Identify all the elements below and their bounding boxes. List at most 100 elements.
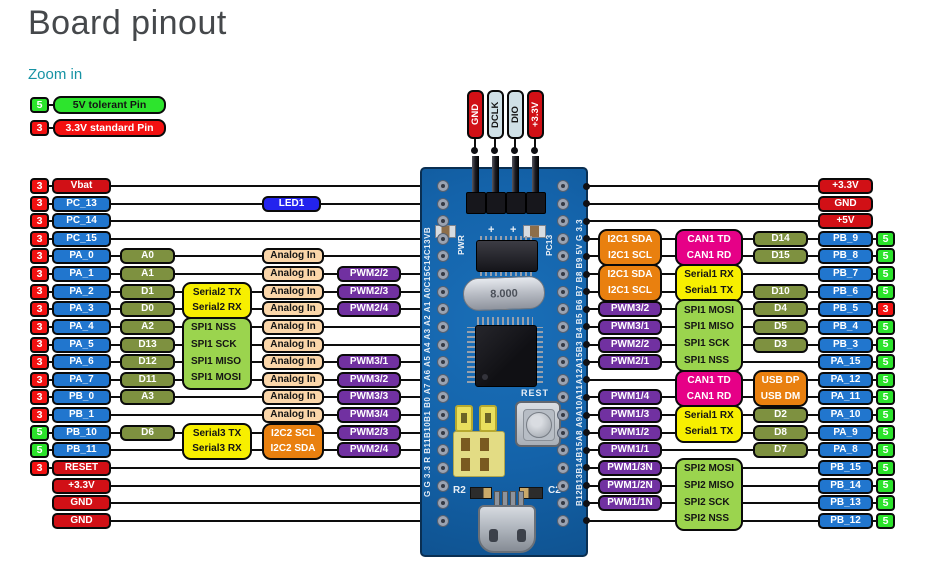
pwm1-2n-box: PWM1/2N bbox=[598, 477, 662, 494]
pad-hole bbox=[441, 219, 445, 224]
solder-pin-dot bbox=[583, 252, 590, 260]
silk-r2: R2 bbox=[453, 485, 466, 496]
board-pad-right bbox=[557, 356, 569, 369]
pin-left-pb-10-14: PB_10 bbox=[52, 424, 111, 441]
top-pin-dot bbox=[531, 147, 538, 154]
box-line-can1-rd: CAN1 RD bbox=[686, 249, 732, 261]
box-line-spi2-nss: SPI2 NSS bbox=[684, 513, 730, 525]
pad-hole bbox=[561, 272, 565, 277]
pin-right-pa-10-13: PA_10 bbox=[818, 407, 873, 424]
analog-in-box: Analog In bbox=[262, 336, 324, 353]
a3-box: A3 bbox=[120, 389, 175, 406]
reset-button bbox=[515, 401, 561, 447]
pin-badge-right-pb-15-16: 5 bbox=[876, 459, 895, 476]
solder-pin-dot bbox=[583, 270, 590, 278]
pad-hole bbox=[561, 360, 565, 365]
board-pad-right bbox=[557, 461, 569, 474]
pad-hole bbox=[441, 360, 445, 365]
pin-left-pb-1-13: PB_1 bbox=[52, 407, 111, 424]
d0-box: D0 bbox=[120, 301, 175, 318]
pin-badge-left-pa-5-9: 3 bbox=[30, 336, 49, 353]
mcu-pins-top bbox=[477, 317, 533, 325]
pwm2-4-box: PWM2/4 bbox=[337, 301, 401, 318]
pwm2-2-box: PWM2/2 bbox=[598, 336, 662, 353]
usb-hole bbox=[517, 529, 526, 542]
analog-in-box: Analog In bbox=[262, 248, 324, 265]
pin-left-pa-5-9: PA_5 bbox=[52, 336, 111, 353]
pwm3-4-box: PWM3/4 bbox=[337, 407, 401, 424]
pin-badge-right-pb-9-3: 5 bbox=[876, 230, 895, 247]
board-pad-left bbox=[437, 356, 449, 369]
a1-box: A1 bbox=[120, 266, 175, 283]
wire-left bbox=[38, 202, 424, 205]
zoom-in-link[interactable]: Zoom in bbox=[28, 66, 83, 83]
legend-badge-3: 3 bbox=[30, 120, 49, 136]
jumper-contact bbox=[480, 458, 489, 471]
reset-button-plunger bbox=[526, 412, 552, 438]
box-line-spi1-miso: SPI1 MISO bbox=[191, 355, 242, 367]
jumper-contact bbox=[461, 438, 470, 451]
board-pad-right bbox=[557, 409, 569, 422]
pin-right-pb-7-5: PB_7 bbox=[818, 266, 873, 283]
pin-badge-right-pb-14-17: 5 bbox=[876, 477, 895, 494]
box-line-spi1-nss: SPI1 NSS bbox=[684, 354, 730, 366]
pin-left-pc-15-3: PC_15 bbox=[52, 230, 111, 247]
a2-box: A2 bbox=[120, 318, 175, 335]
board-label-pc13: PC13 bbox=[544, 234, 554, 256]
top-pin-dot bbox=[471, 147, 478, 154]
board-pad-left bbox=[437, 232, 449, 245]
top-pin-dio: DIO bbox=[506, 90, 524, 139]
solder-pin-dot bbox=[583, 499, 590, 507]
board-pad-right bbox=[557, 391, 569, 404]
pwm1-4-box: PWM1/4 bbox=[598, 389, 662, 406]
pin-badge-left-pc-15-3: 3 bbox=[30, 230, 49, 247]
silk-c2: C2 bbox=[548, 485, 561, 496]
d13-box: D13 bbox=[120, 336, 175, 353]
wire-right bbox=[584, 202, 852, 205]
d10-box: D10 bbox=[753, 283, 808, 300]
legend-connector bbox=[46, 127, 54, 129]
pin-badge-right-pb-5-7: 3 bbox=[876, 301, 895, 318]
pad-hole bbox=[441, 483, 445, 488]
pin-right-pb-15-16: PB_15 bbox=[818, 459, 873, 476]
analog-in-box: Analog In bbox=[262, 301, 324, 318]
box-line-can1-rd: CAN1 RD bbox=[686, 390, 732, 402]
pin-badge-left-pa-6-10: 3 bbox=[30, 354, 49, 371]
solder-pin-dot bbox=[583, 182, 590, 190]
pad-hole bbox=[561, 377, 565, 382]
box-line-i2c1-sda: I2C1 SDA bbox=[607, 233, 653, 245]
top-pin-dclk: DCLK bbox=[486, 90, 504, 139]
header-pin-base bbox=[526, 192, 546, 214]
pin-right-pa-8-15: PA_8 bbox=[818, 442, 873, 459]
regulator-chip bbox=[476, 240, 538, 272]
pin-right-gnd-1: GND bbox=[818, 195, 873, 212]
pin-badge-right-pa-11-12: 5 bbox=[876, 389, 895, 406]
top-pin-label-gnd: GND bbox=[469, 103, 481, 126]
pwm3-3-box: PWM3/3 bbox=[337, 389, 401, 406]
regulator-pins-bottom bbox=[480, 270, 532, 276]
pad-hole bbox=[441, 501, 445, 506]
pad-hole bbox=[441, 413, 445, 418]
solder-pin-dot bbox=[583, 517, 590, 525]
header-pin-metal bbox=[531, 156, 539, 208]
box-line-serial3-tx: Serial3 TX bbox=[192, 427, 242, 439]
box-line-serial2-tx: Serial2 TX bbox=[192, 286, 242, 298]
board-pad-left bbox=[437, 391, 449, 404]
analog-in-box: Analog In bbox=[262, 266, 324, 283]
d2-box: D2 bbox=[753, 407, 808, 424]
pin-right-pb-6-6: PB_6 bbox=[818, 283, 873, 300]
pin-left-pa-0-4: PA_0 bbox=[52, 248, 111, 265]
pin-badge-right-pb-13-18: 5 bbox=[876, 495, 895, 512]
pad-hole bbox=[441, 465, 445, 470]
pin-left-pa-3-7: PA_3 bbox=[52, 301, 111, 318]
pin-right-pa-11-12: PA_11 bbox=[818, 389, 873, 406]
solder-pin-dot bbox=[583, 217, 590, 225]
pin-badge-left-pa-3-7: 3 bbox=[30, 301, 49, 318]
board-pad-left bbox=[437, 285, 449, 298]
